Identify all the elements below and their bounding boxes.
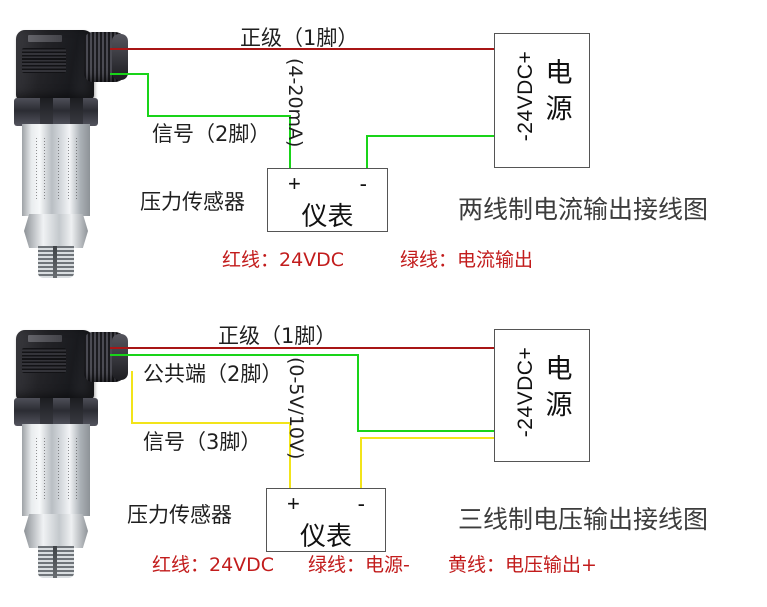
wire-yellow-signal-seg3 — [289, 422, 291, 488]
wire-green-signal-seg4 — [289, 115, 291, 168]
wire-yellow-signal-seg1 — [131, 371, 133, 422]
sensor-neck — [14, 98, 98, 126]
sensor-cable-gland-face — [112, 334, 128, 380]
meter-minus-terminal: - — [357, 491, 365, 516]
wire-green-return-seg2 — [366, 135, 494, 137]
legend-red-wire: 红线：24VDC — [152, 554, 275, 576]
meter-box: + - 仪表 — [266, 488, 386, 552]
power-supply-box: -24VDC+ 电源 — [494, 33, 590, 168]
sensor-thread — [38, 546, 74, 578]
legend-green-wire: 绿线：电流输出 — [400, 249, 534, 271]
wire-green-signal-seg1 — [110, 73, 147, 75]
power-supply-terminals: -24VDC+ — [514, 346, 537, 438]
meter-box: + - 仪表 — [267, 168, 388, 232]
power-supply-label: 电源 — [545, 354, 573, 421]
label-positive-pin: 正级（1脚） — [218, 324, 337, 348]
power-supply-label: 电源 — [545, 58, 573, 125]
diagram-title-three-wire: 三线制电压输出接线图 — [458, 505, 709, 534]
meter-plus-terminal: + — [287, 491, 300, 516]
sensor-vent-icon — [22, 348, 66, 373]
sensor-body — [22, 424, 90, 516]
meter-minus-terminal: - — [359, 171, 367, 196]
sensor-thread — [38, 246, 74, 278]
label-signal-pin: 信号（3脚） — [143, 430, 262, 454]
legend-red-wire: 红线：24VDC — [222, 249, 345, 271]
sensor-hex-nut — [24, 514, 88, 548]
label-voltage-range: (0-5V/10V) — [285, 357, 307, 460]
wire-green-return-seg1 — [366, 135, 368, 168]
label-pressure-sensor: 压力传感器 — [127, 503, 232, 527]
sensor-hex-nut — [24, 214, 88, 248]
wire-red-positive — [110, 48, 494, 50]
sensor-neck — [14, 398, 98, 426]
pressure-sensor-illustration — [4, 322, 134, 578]
label-positive-pin: 正级（1脚） — [240, 26, 359, 50]
wire-green-common-seg3 — [357, 430, 494, 432]
sensor-vent-icon — [22, 48, 66, 73]
wire-green-signal-seg2 — [147, 73, 149, 115]
label-pressure-sensor: 压力传感器 — [140, 190, 245, 214]
label-common-pin: 公共端（2脚） — [143, 362, 283, 386]
sensor-body — [22, 124, 90, 216]
wire-yellow-return-seg1 — [360, 437, 362, 488]
label-signal-pin: 信号（2脚） — [152, 122, 271, 146]
wire-red-positive — [110, 347, 494, 349]
wire-green-common-seg1 — [110, 354, 357, 356]
two-wire-current-diagram: 正级（1脚） 信号（2脚） (4-20mA) 压力传感器 + - 仪表 -24V… — [0, 0, 767, 300]
power-supply-terminals: -24VDC+ — [514, 50, 537, 142]
wire-green-signal-seg3 — [147, 115, 289, 117]
sensor-brand-logo-icon — [28, 335, 62, 342]
meter-label: 仪表 — [301, 202, 354, 232]
meter-plus-terminal: + — [288, 171, 301, 196]
sensor-brand-logo-icon — [28, 35, 62, 42]
diagram-title-two-wire: 两线制电流输出接线图 — [458, 195, 709, 224]
wire-yellow-signal-seg2 — [131, 422, 289, 424]
meter-label: 仪表 — [299, 522, 352, 552]
pressure-sensor-illustration — [4, 22, 134, 278]
legend-yellow-wire: 黄线：电压输出+ — [448, 554, 597, 576]
wire-yellow-return-seg2 — [360, 437, 494, 439]
three-wire-voltage-diagram: 正级（1脚） 公共端（2脚） 信号（3脚） (0-5V/10V) 压力传感器 +… — [0, 300, 767, 607]
label-current-range: (4-20mA) — [284, 58, 306, 148]
power-supply-box: -24VDC+ 电源 — [494, 329, 590, 462]
legend-green-wire: 绿线：电源- — [308, 554, 410, 576]
sensor-cable-gland-face — [112, 34, 128, 80]
wire-green-common-seg2 — [357, 354, 359, 430]
